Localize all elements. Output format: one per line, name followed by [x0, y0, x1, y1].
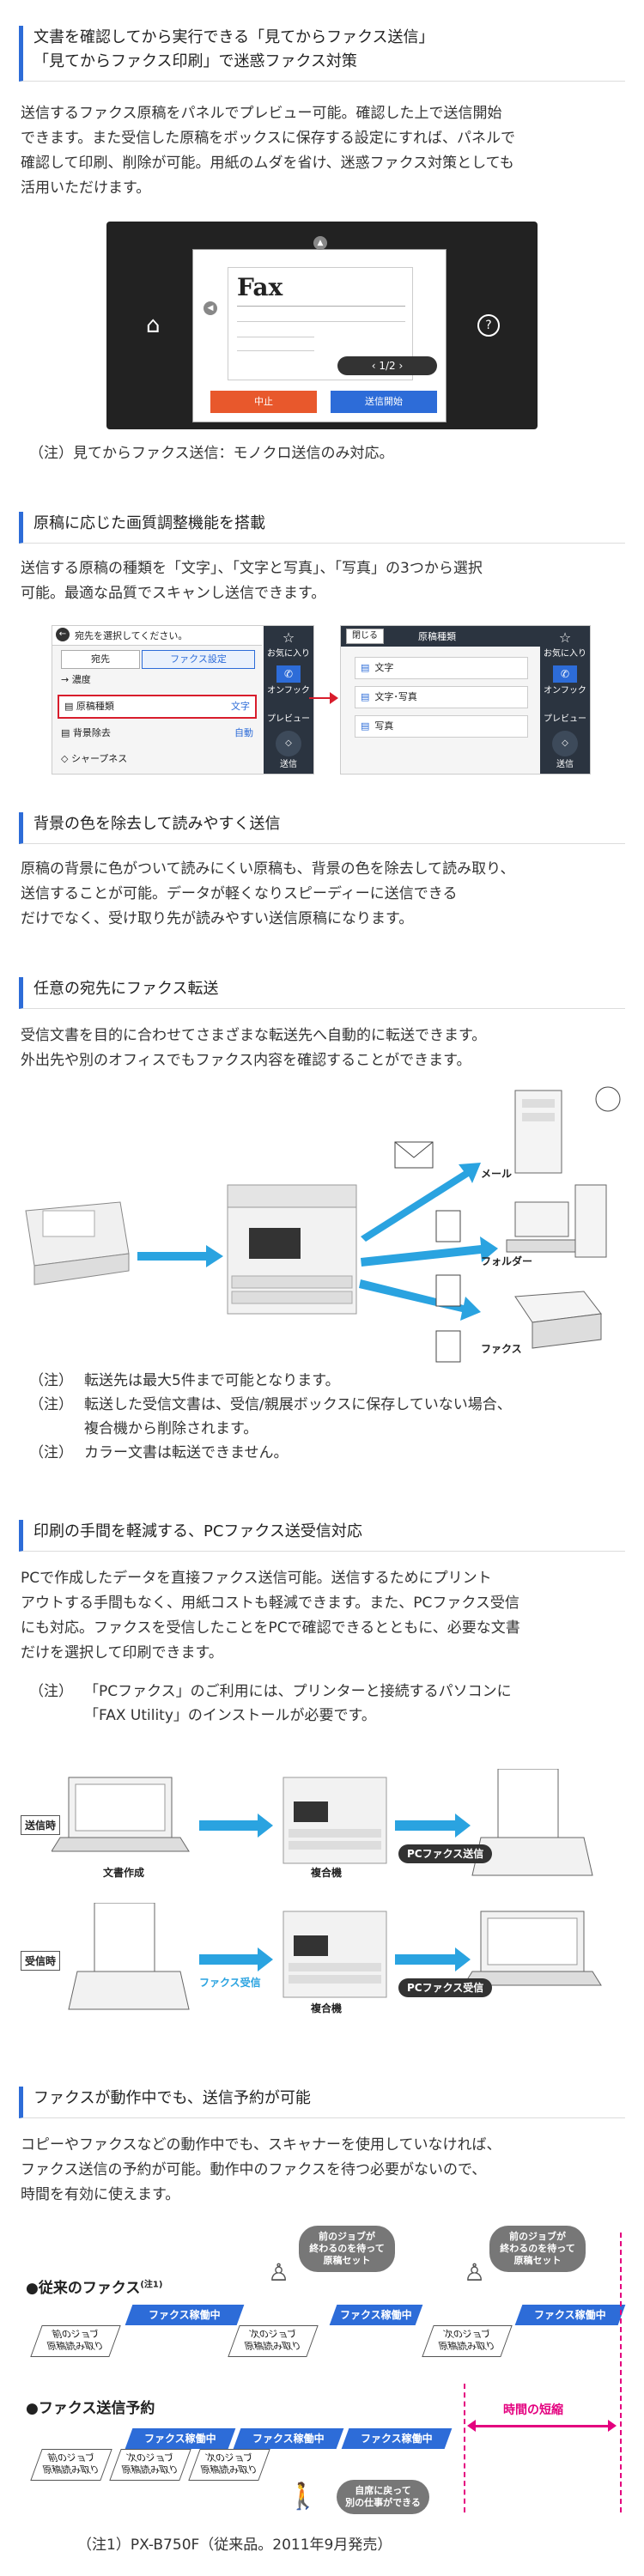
time-shorten-label: 時間の短縮	[503, 2403, 563, 2417]
footnote: （注1）PX-B750F（従来品。2011年9月発売）	[77, 2537, 392, 2554]
label-doc-create: 文書作成	[103, 1867, 145, 1879]
section-heading: ファクスが動作中でも、送信予約が可能	[19, 2087, 625, 2118]
option-text[interactable]: ▤文字	[355, 657, 528, 679]
send-icon[interactable]: ◇	[552, 731, 578, 756]
fax-running-bar: ファクス稼働中	[514, 2305, 626, 2325]
next-job-box: 次のジョブ原稿読み取り	[422, 2325, 513, 2357]
recv-flow-diagram	[68, 1903, 602, 2010]
help-icon: ?	[477, 314, 500, 337]
send-icon[interactable]: ◇	[276, 731, 301, 756]
forward-diagram	[25, 1086, 621, 1363]
section-heading: 印刷の手間を軽減する、PCファクス送受信対応	[19, 1520, 625, 1552]
option-photo[interactable]: ▤写真	[355, 715, 528, 738]
mfp-icon	[283, 1911, 387, 1998]
pcfax-recv-pill: PCファクス受信	[398, 1978, 493, 1997]
prev-job-box: 前のジョブ原稿読み取り	[30, 2449, 112, 2481]
section-body: 送信するファクス原稿をパネルでプレビュー可能。確認した上で送信開始 できます。ま…	[21, 105, 515, 197]
next-job-box: 次のジョブ原稿読み取り	[228, 2325, 319, 2357]
red-arrow	[309, 697, 333, 699]
fax-icon	[471, 1769, 593, 1876]
up-arrow-icon: ▲	[313, 236, 327, 250]
section-body: コピーやファクスなどの動作中でも、スキャナーを使用していなければ、 ファクス送信…	[21, 2136, 501, 2203]
left-arrow-icon[interactable]: ◀	[204, 301, 217, 315]
label-mfp: 複合機	[311, 1867, 343, 1879]
globe-icon	[595, 1086, 621, 1112]
back-icon[interactable]: ←	[56, 628, 70, 641]
fax-running-bar: ファクス稼働中	[329, 2305, 423, 2325]
tab-fax-settings[interactable]: ファクス設定	[142, 650, 255, 669]
send-start-button[interactable]: 送信開始	[331, 391, 437, 413]
fax-running-bar: ファクス稼働中	[125, 2305, 245, 2325]
label-fax-recv: ファクス受信	[199, 1977, 261, 1989]
section-body: 原稿の背景に色がついて読みにくい原稿も、背景の色を除去して読み取り、 送信するこ…	[21, 860, 515, 927]
next-job-box: 次のジョブ原稿読み取り	[109, 2449, 191, 2481]
laptop-icon	[52, 1777, 190, 1852]
fax-running-bar: ファクス稼働中	[125, 2428, 236, 2449]
phone-icon[interactable]: ✆	[276, 665, 301, 683]
section-body: PCで作成したデータを直接ファクス送信可能。送信するためにプリント アウトする手…	[21, 1570, 520, 1662]
row-doc-type[interactable]: ▤ 原稿種類 文字	[58, 695, 257, 719]
star-icon[interactable]: ☆	[558, 629, 572, 646]
send-flow-diagram	[52, 1769, 593, 1876]
tab-destination[interactable]: 宛先	[61, 650, 140, 669]
fax-icon	[514, 1291, 602, 1349]
fax-icon	[68, 1903, 190, 2010]
note: （注）見てからファクス送信：モノクロ送信のみ対応。	[29, 445, 394, 462]
return-bubble: 自席に戻って別の仕事ができる	[337, 2480, 429, 2514]
close-button[interactable]: 閉じる	[346, 629, 384, 644]
shorten-arrow	[474, 2425, 611, 2427]
preview-screen: ▲ Fax ◀ ‹ 1/2 › 中止 送信開始	[192, 236, 447, 422]
section-heading: 任意の宛先にファクス転送	[19, 977, 625, 1009]
laptop-icon	[463, 1911, 602, 1986]
document-icon	[435, 1330, 461, 1363]
fax-machine-icon	[25, 1201, 130, 1285]
printer-panel-image: ⌂ ? ▲ Fax ◀ ‹ 1/2 › 中止 送信開始	[106, 222, 538, 429]
section-body: 送信する原稿の種類を「文字」、「文字と写真」、「写真」の3つから選択 可能。最適…	[21, 560, 483, 602]
pcfax-send-pill: PCファクス送信	[398, 1844, 493, 1863]
next-job-box: 次のジョブ原稿読み取り	[188, 2449, 270, 2481]
server-icon	[514, 1090, 562, 1174]
label-folder: フォルダー	[481, 1255, 533, 1267]
section-heading: 背景の色を除去して読みやすく送信	[19, 812, 625, 844]
doc-icon: ▤	[64, 701, 74, 712]
phone-icon[interactable]: ✆	[553, 665, 577, 683]
pc-icon	[506, 1184, 607, 1258]
section-body: 受信文書を目的に合わせてさまざまな転送先へ自動的に転送できます。 外出先や別のオ…	[21, 1027, 487, 1069]
person-icon: ♙	[464, 2258, 486, 2287]
mfp-icon	[283, 1777, 387, 1864]
star-icon[interactable]: ☆	[282, 629, 295, 646]
old-fax-title: ●従来のファクス(注1)	[26, 2280, 163, 2297]
wait-bubble: 前のジョブが終わるのを待って原稿セット	[299, 2226, 395, 2272]
left-panel-screenshot: ← 宛先を選択してください。 宛先 ファクス設定 → 濃度 ▤ 原稿種類 文字 …	[52, 625, 314, 775]
mfp-icon	[227, 1184, 357, 1315]
document-icon	[435, 1274, 461, 1307]
recv-tag: 受信時	[21, 1951, 61, 1971]
home-icon: ⌂	[146, 313, 161, 338]
mail-icon	[394, 1141, 434, 1169]
walking-person-icon: 🚶	[287, 2482, 319, 2512]
label-mail: メール	[481, 1168, 513, 1180]
prev-job-box: 前のジョブ原稿読み取り	[30, 2325, 121, 2357]
label-mfp: 複合機	[311, 2002, 343, 2014]
send-tag: 送信時	[21, 1815, 61, 1835]
right-panel-screenshot: 閉じる 原稿種類 ▤文字 ▤文字･写真 ▤写真 ☆ お気に入り ✆ オンフック …	[340, 625, 591, 775]
new-fax-title: ●ファクス送信予約	[26, 2400, 155, 2417]
note: （注）「PCファクス」のご利用には、プリンターと接続するパソコンに 「FAX U…	[29, 1683, 512, 1724]
document-icon	[435, 1210, 461, 1242]
section-heading: 文書を確認してから実行できる「見てからファクス送信」 「見てからファクス印刷」で…	[19, 26, 625, 82]
label-fax: ファクス	[481, 1343, 522, 1355]
fax-running-bar: ファクス稼働中	[341, 2428, 453, 2449]
person-icon: ♙	[268, 2258, 290, 2287]
pink-dash-right	[620, 2233, 622, 2512]
fax-running-bar: ファクス稼働中	[233, 2428, 344, 2449]
page-nav[interactable]: ‹ 1/2 ›	[337, 356, 437, 375]
notes: （注）転送先は最大5件まで可能となります。 （注）転送した受信文書は、受信/親展…	[29, 1372, 512, 1461]
option-text-photo[interactable]: ▤文字･写真	[355, 686, 528, 708]
pink-dash-left	[464, 2384, 465, 2512]
wait-bubble: 前のジョブが終わるのを待って原稿セット	[489, 2226, 586, 2272]
stop-button[interactable]: 中止	[210, 391, 317, 413]
section-heading: 原稿に応じた画質調整機能を搭載	[19, 512, 625, 544]
